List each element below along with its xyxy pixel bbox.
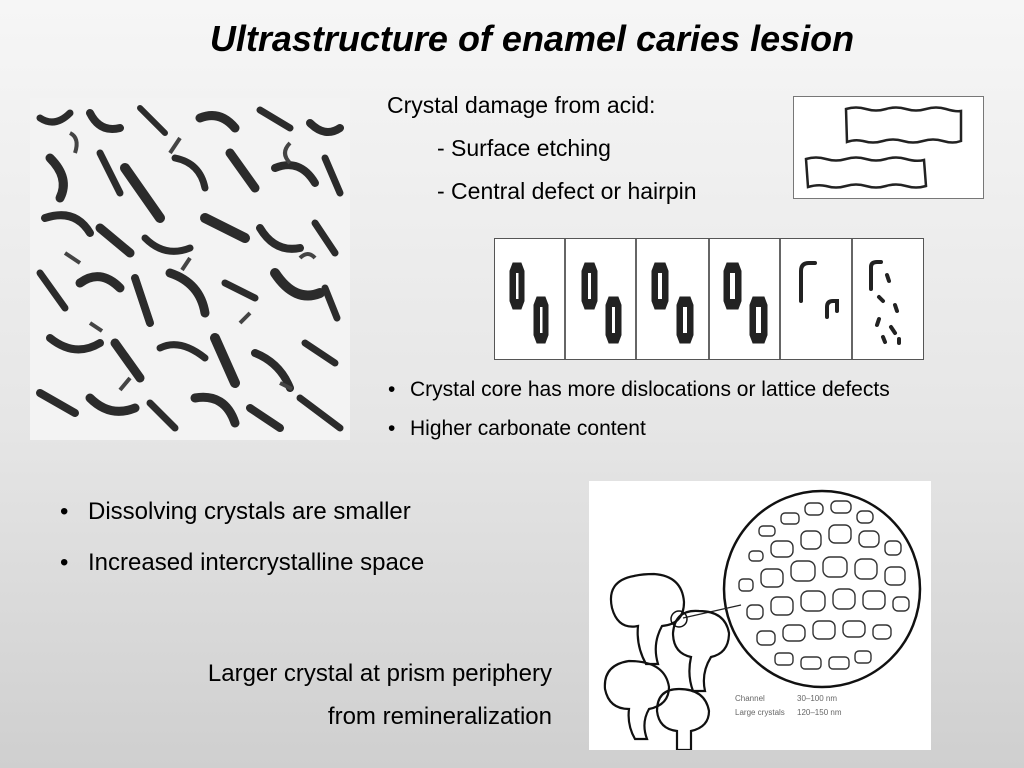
damage-item-central-defect: - Central defect or hairpin <box>437 178 697 204</box>
bullet-marker: • <box>388 417 396 440</box>
caption-line-2: from remineralization <box>327 703 552 730</box>
damage-heading: Crystal damage from acid: <box>387 92 656 118</box>
etched-crystal-outlines <box>804 106 963 189</box>
caption-line-1: Larger crystal at prism periphery <box>207 660 552 687</box>
dissolve-bullet-smaller: •Dissolving crystals are smaller <box>60 498 411 525</box>
bullet-marker: • <box>60 549 69 576</box>
hairpin-sequence-strip <box>494 238 924 360</box>
bullet-marker: • <box>60 498 69 525</box>
core-bullet-dislocations: •Crystal core has more dislocations or l… <box>388 378 890 401</box>
magnified-circle <box>722 489 922 689</box>
dissolve-bullet-space: •Increased intercrystalline space <box>60 549 425 576</box>
hairpin-sequence-drawing <box>509 239 901 359</box>
legend-row2-label: Large crystals <box>735 708 785 717</box>
core-bullet-carbonate: •Higher carbonate content <box>388 417 646 440</box>
prism-magnification-drawing: Channel 30–100 nm Large crystals 120–150… <box>603 489 922 750</box>
magnified-spot <box>670 610 688 628</box>
prism-periphery-diagram: Channel 30–100 nm Large crystals 120–150… <box>589 481 931 750</box>
legend-row1-value: 30–100 nm <box>797 694 837 703</box>
etched-crystal-illustration <box>793 96 984 199</box>
micrograph-image <box>30 98 350 440</box>
slide-title: Ultrastructure of enamel caries lesion <box>209 18 855 59</box>
legend-row2-value: 120–150 nm <box>797 708 842 717</box>
damage-item-surface-etching: - Surface etching <box>437 135 611 161</box>
micrograph-crystals <box>30 98 350 440</box>
connector-line <box>682 604 742 619</box>
bullet-marker: • <box>388 378 396 401</box>
legend-row1-label: Channel <box>735 694 765 703</box>
